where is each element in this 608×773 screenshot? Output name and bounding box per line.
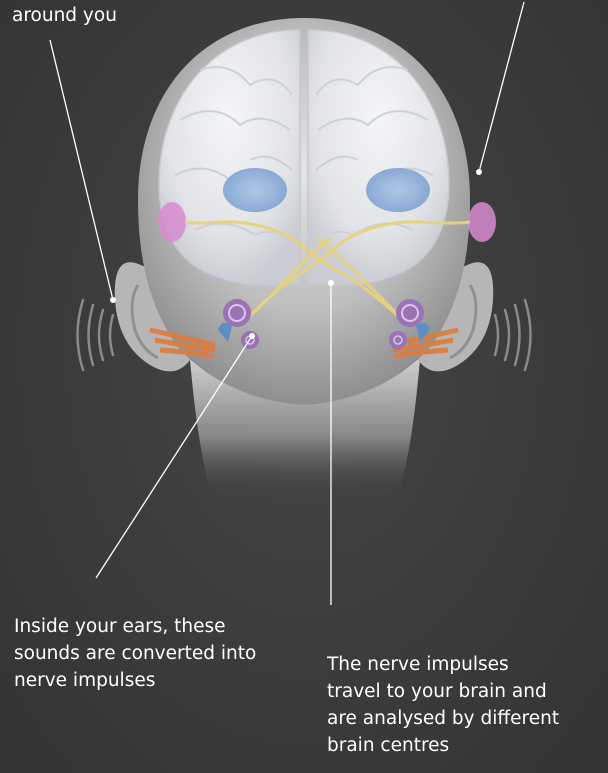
caption-line: travel to your brain and xyxy=(327,678,559,705)
caption-line: brain centres xyxy=(327,732,559,759)
left-auditory-cortex xyxy=(158,202,186,242)
caption-line: around you xyxy=(12,2,117,29)
leader-line-brain-centre xyxy=(479,2,524,172)
caption-nerve-impulses: The nerve impulses travel to your brain … xyxy=(327,651,559,759)
caption-line: Inside your ears, these xyxy=(14,613,256,640)
caption-inner-ear: Inside your ears, these sounds are conve… xyxy=(14,613,256,694)
caption-line: sounds are converted into xyxy=(14,640,256,667)
left-brain-centre xyxy=(223,168,287,212)
leader-line-around-you xyxy=(50,40,113,300)
caption-line: are analysed by different xyxy=(327,705,559,732)
caption-around-you: around you xyxy=(12,2,117,29)
caption-line: nerve impulses xyxy=(14,667,256,694)
right-brain-centre xyxy=(366,168,430,212)
right-auditory-cortex xyxy=(468,202,496,242)
caption-line: The nerve impulses xyxy=(327,651,559,678)
